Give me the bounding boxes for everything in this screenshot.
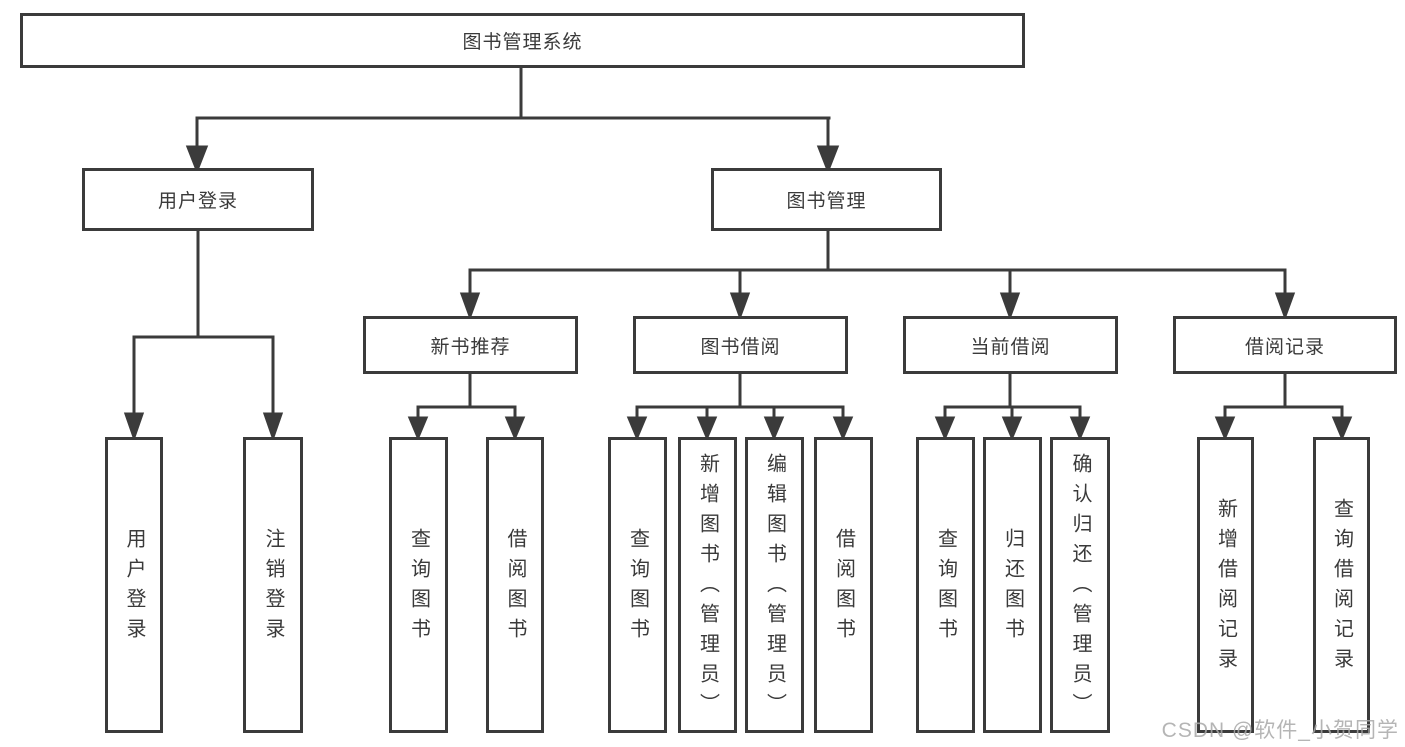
leaf-query-borrow-record: 查询借阅记录 xyxy=(1313,437,1370,733)
arrowhead-records xyxy=(1274,292,1296,321)
arrowhead-current xyxy=(999,292,1021,321)
arrowhead-book-mgmt xyxy=(816,145,840,175)
leaf-edit-book-admin: 编辑图书（管理员） xyxy=(745,437,804,733)
node-root-system: 图书管理系统 xyxy=(20,13,1025,68)
node-user-login: 用户登录 xyxy=(82,168,314,231)
arrowhead-borrow xyxy=(729,292,751,321)
leaf-add-borrow-record: 新增借阅记录 xyxy=(1197,437,1254,733)
arrowhead-new-book xyxy=(459,292,481,321)
arrowhead-nb2 xyxy=(504,416,526,441)
leaf-query-books-recommend: 查询图书 xyxy=(389,437,448,733)
node-book-borrow: 图书借阅 xyxy=(633,316,848,374)
arrowhead-c1 xyxy=(934,416,956,441)
arrowhead-b1 xyxy=(626,416,648,441)
arrowhead-leaf-login xyxy=(123,412,145,442)
leaf-return-book: 归还图书 xyxy=(983,437,1042,733)
leaf-query-books-borrow: 查询图书 xyxy=(608,437,667,733)
arrowhead-c3 xyxy=(1069,416,1091,441)
leaf-user-login: 用户登录 xyxy=(105,437,163,733)
node-borrow-records: 借阅记录 xyxy=(1173,316,1397,374)
arrowhead-r2 xyxy=(1331,416,1353,441)
leaf-borrow-books-recommend: 借阅图书 xyxy=(486,437,544,733)
arrowhead-nb1 xyxy=(407,416,429,441)
arrowhead-b2 xyxy=(696,416,718,441)
arrowhead-r1 xyxy=(1214,416,1236,441)
leaf-logout: 注销登录 xyxy=(243,437,303,733)
leaf-add-book-admin: 新增图书（管理员） xyxy=(678,437,737,733)
node-new-book-recommend: 新书推荐 xyxy=(363,316,578,374)
node-current-borrow: 当前借阅 xyxy=(903,316,1118,374)
arrowhead-b4 xyxy=(832,416,854,441)
csdn-watermark: CSDN @软件_小贺同学 xyxy=(1161,719,1399,742)
leaf-query-books-current: 查询图书 xyxy=(916,437,975,733)
arrowhead-c2 xyxy=(1001,416,1023,441)
leaf-borrow-books: 借阅图书 xyxy=(814,437,873,733)
node-book-management: 图书管理 xyxy=(711,168,942,231)
arrowhead-leaf-logout xyxy=(262,412,284,442)
leaf-confirm-return-admin: 确认归还（管理员） xyxy=(1050,437,1110,733)
arrowhead-user-login xyxy=(185,145,209,175)
arrowhead-b3 xyxy=(763,416,785,441)
